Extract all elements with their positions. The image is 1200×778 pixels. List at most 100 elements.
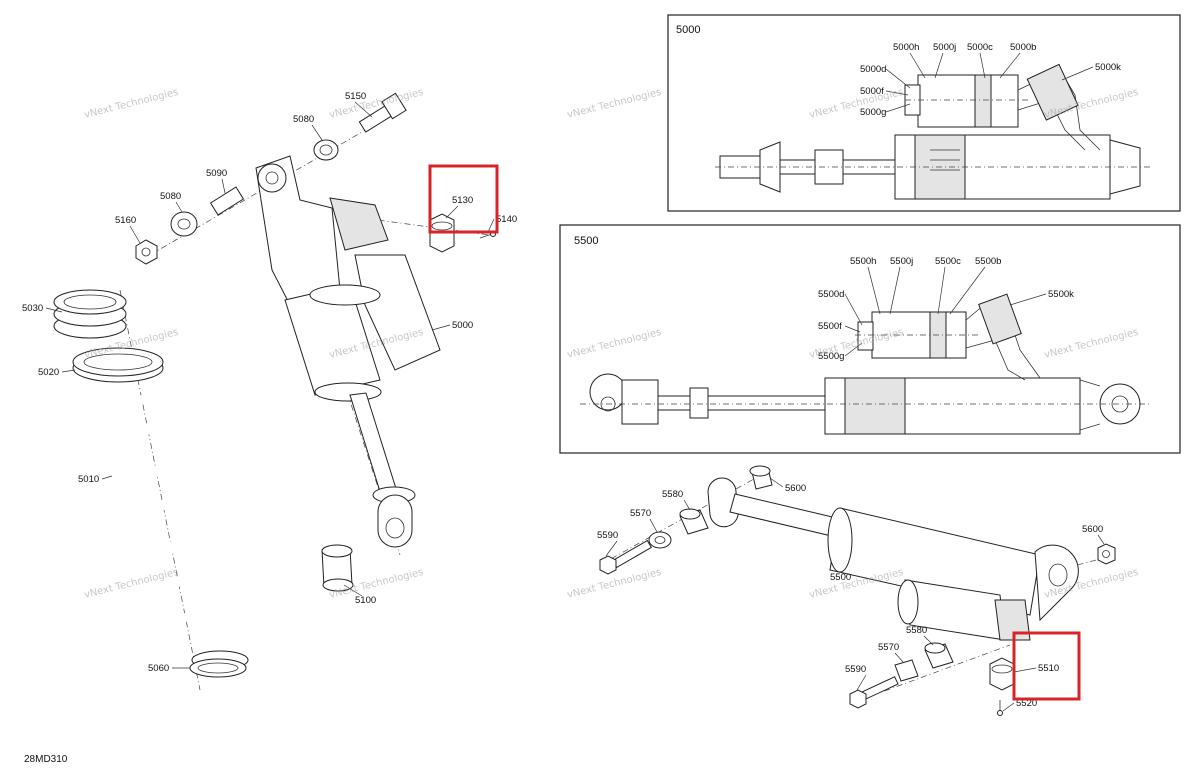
leader	[867, 266, 881, 315]
label-5500c: 5500c	[935, 256, 961, 267]
left-shock-assembly: 5150 5080 5090 5080 5160 5130 5140 5000 …	[22, 91, 517, 691]
label-5500h: 5500h	[850, 256, 876, 267]
leader	[649, 518, 658, 533]
label-5500d: 5500d	[818, 289, 844, 300]
inset-5500-hose-inner	[965, 339, 1026, 381]
inset-5000-reservoir	[917, 74, 1019, 128]
leader	[1013, 667, 1037, 673]
label-5500k: 5500k	[1048, 289, 1074, 300]
shock-body-5500	[707, 477, 1079, 641]
bushing-5600-right	[1097, 543, 1116, 565]
leader	[431, 324, 451, 331]
label-5000g: 5000g	[860, 107, 886, 118]
leader	[45, 307, 63, 313]
inset-5000-reservoir-piston	[974, 74, 992, 128]
label-5510: 5510	[1038, 663, 1059, 674]
inset-5000-title: 5000	[676, 24, 700, 36]
watermark: vNext Technologies	[83, 87, 179, 121]
shock-body-5000	[255, 155, 441, 402]
inset-5500-title: 5500	[574, 235, 598, 247]
inset-5000: 5000 5000h 5000j 5000c 5000b 5000d 5000f…	[667, 14, 1181, 212]
leader	[129, 225, 141, 244]
leader	[885, 68, 911, 89]
leader	[844, 325, 861, 333]
label-5570-upper: 5570	[630, 508, 651, 519]
inset-5500-rod	[657, 395, 829, 411]
inset-5500-piston	[844, 377, 906, 435]
leader	[101, 475, 113, 480]
sleeve-5580-lower	[924, 642, 954, 669]
label-5600-top: 5600	[785, 483, 806, 494]
leader	[683, 499, 691, 511]
shock-rod	[349, 392, 416, 548]
bolt-5150	[358, 92, 407, 133]
label-5010: 5010	[78, 474, 99, 485]
nut-5160	[135, 239, 158, 265]
lower-pin-centerline	[859, 644, 1011, 701]
leader	[894, 652, 904, 663]
label-5020: 5020	[38, 367, 59, 378]
leader	[844, 342, 863, 357]
label-5580-lower: 5580	[906, 625, 927, 636]
label-5500g: 5500g	[818, 351, 844, 362]
watermark: vNext Technologies	[566, 87, 662, 121]
label-5500j: 5500j	[890, 256, 913, 267]
washer-5570-upper	[648, 531, 672, 549]
leader	[769, 477, 784, 488]
label-5570-lower: 5570	[878, 642, 899, 653]
label-5080-lower: 5080	[160, 191, 181, 202]
sleeve-5580-upper	[679, 508, 709, 535]
label-5500: 5500	[830, 572, 851, 583]
sleeve-5090	[209, 186, 245, 216]
label-5590-upper: 5590	[597, 530, 618, 541]
label-5090: 5090	[206, 168, 227, 179]
leader	[949, 266, 986, 315]
label-5000c: 5000c	[967, 42, 993, 53]
leader	[311, 124, 323, 141]
label-5060: 5060	[148, 663, 169, 674]
label-5580-upper: 5580	[662, 489, 683, 500]
inset-5000-body-eye	[1109, 139, 1141, 195]
highlight-box-5130	[428, 164, 499, 234]
watermark: vNext Technologies	[566, 567, 662, 601]
label-5030: 5030	[22, 303, 43, 314]
label-5140: 5140	[496, 214, 517, 225]
washer-5570-lower	[894, 659, 919, 682]
label-5500f: 5500f	[818, 321, 842, 332]
label-5000: 5000	[452, 320, 473, 331]
inset-5500-body-link	[1079, 379, 1101, 431]
leader	[343, 584, 363, 597]
leader	[1002, 702, 1015, 712]
leader	[61, 369, 76, 373]
label-5000d: 5000d	[860, 64, 886, 75]
inset-5500-rod-eye	[589, 373, 627, 411]
leader	[354, 101, 373, 118]
label-5100: 5100	[355, 595, 376, 606]
drawing-number: 28MD310	[24, 754, 68, 765]
bushing-5600-top	[749, 465, 773, 490]
leader	[445, 205, 459, 219]
leader	[844, 293, 863, 326]
leader	[221, 178, 226, 194]
label-5080-upper: 5080	[293, 114, 314, 125]
bushing-5100	[321, 544, 354, 592]
label-5130: 5130	[452, 195, 473, 206]
label-5000k: 5000k	[1095, 62, 1121, 73]
label-5160: 5160	[115, 215, 136, 226]
collar-5020	[72, 347, 164, 383]
leader	[885, 90, 909, 96]
inset-5500: 5500 5500h 5500j 5500c 5500b 5500d 5500f…	[559, 224, 1181, 454]
bolt-5590-upper	[599, 539, 653, 575]
leader	[923, 635, 934, 646]
leader	[909, 52, 926, 79]
label-5150: 5150	[345, 91, 366, 102]
spring-retainer-5030	[53, 289, 127, 339]
label-5000f: 5000f	[860, 86, 884, 97]
leader	[889, 266, 901, 315]
leader	[937, 266, 946, 315]
highlight-box-5510	[1012, 631, 1081, 701]
leader	[1061, 66, 1094, 81]
label-5000h: 5000h	[893, 42, 919, 53]
inset-5500-bumper	[689, 387, 709, 419]
